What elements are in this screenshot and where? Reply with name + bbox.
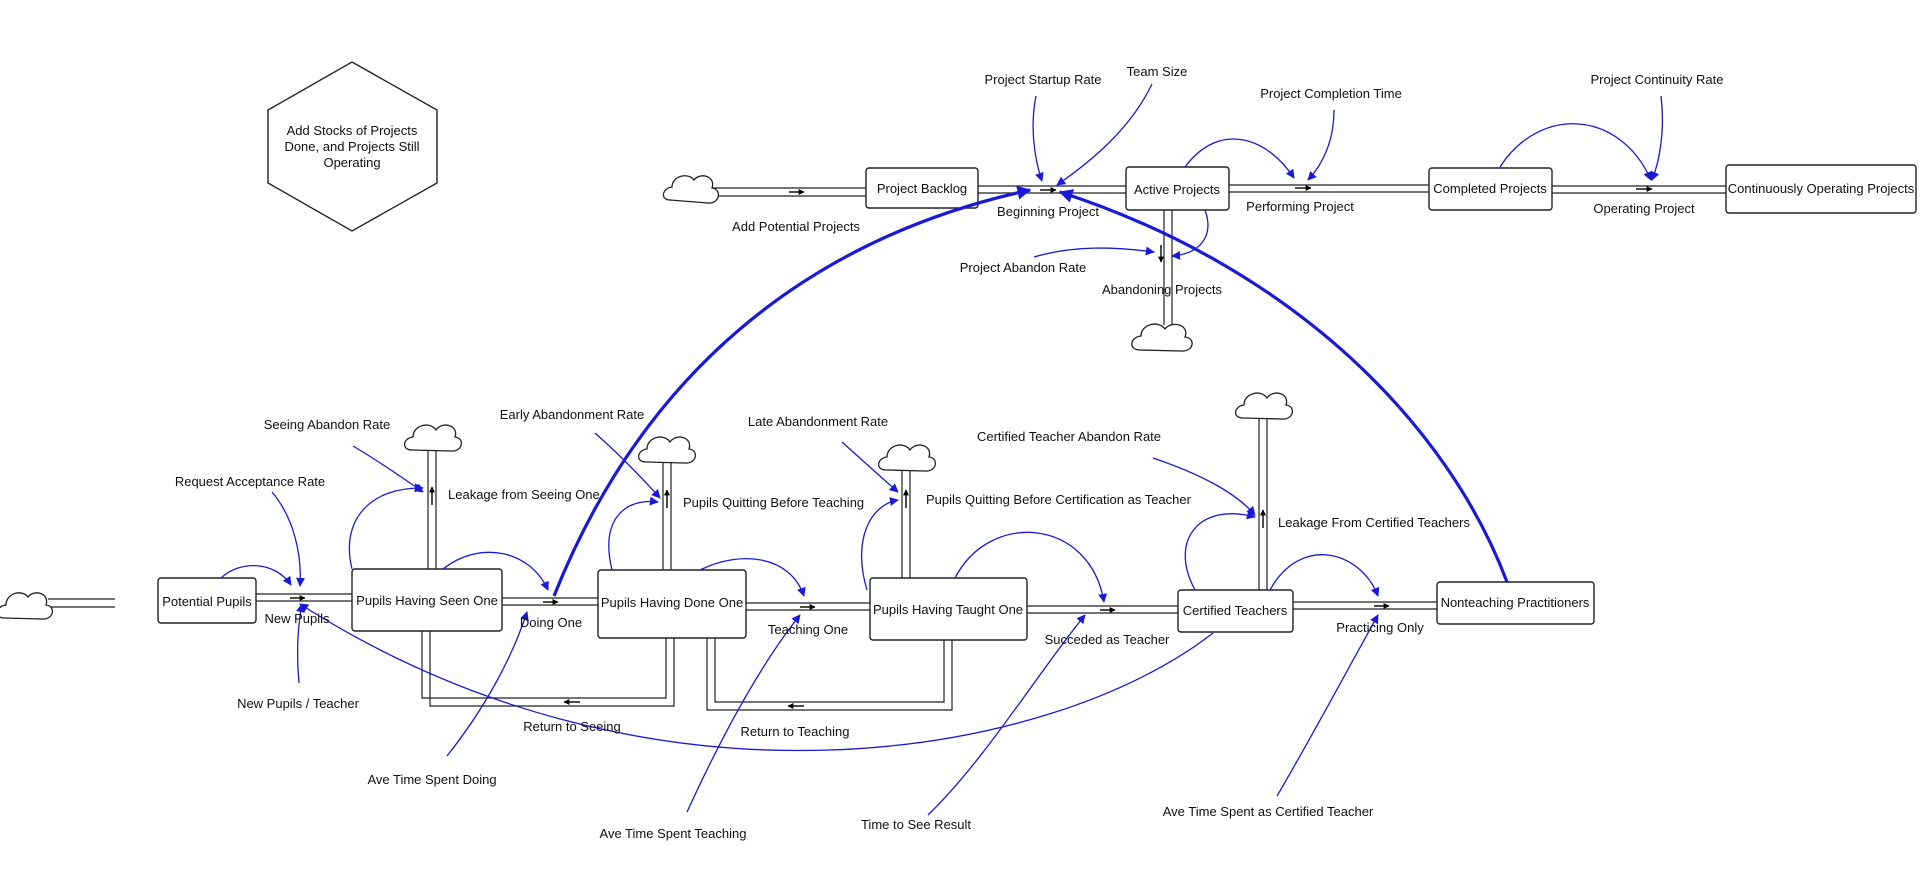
- link-completed-to-operating: [1499, 123, 1652, 181]
- link-time-certified: [1276, 614, 1379, 797]
- link-time-teaching: [686, 614, 801, 813]
- cloud-icon: [637, 436, 696, 464]
- link-abandon-rate: [1033, 246, 1155, 258]
- link-certified-teacher-abandon: [1152, 457, 1256, 516]
- link-active-to-performing: [1184, 138, 1295, 179]
- stock-potential-pupils[interactable]: Potential Pupils: [157, 577, 257, 624]
- project-chain-pipes: [712, 184, 1726, 325]
- link-practitioners-to-beginning: [1058, 189, 1509, 583]
- link-certified-to-practicing: [1269, 554, 1380, 597]
- aux-project-completion-time: Project Completion Time: [1260, 86, 1402, 101]
- link-time-doing: [446, 611, 529, 757]
- causal-links: [220, 83, 1664, 816]
- note-hexagon: Add Stocks of Projects Done, and Project…: [267, 61, 438, 232]
- link-request-acceptance: [271, 491, 306, 587]
- stock-label: Pupils Having Done One: [601, 595, 743, 610]
- stock-label: Active Projects: [1134, 182, 1220, 197]
- stock-project-backlog[interactable]: Project Backlog: [865, 167, 979, 209]
- stock-active-projects[interactable]: Active Projects: [1125, 166, 1230, 211]
- link-taught-to-succeeded: [954, 531, 1108, 603]
- cloud-icon: [1234, 392, 1293, 420]
- flow-leakage-from-certified-teachers: Leakage From Certified Teachers: [1278, 515, 1470, 530]
- stock-label: Project Backlog: [877, 181, 967, 196]
- flow-leakage-from-seeing-one: Leakage from Seeing One: [448, 487, 600, 502]
- stock-pupils-having-taught-one[interactable]: Pupils Having Taught One: [869, 577, 1028, 641]
- flow-operating-project: Operating Project: [1593, 201, 1695, 216]
- link-potential-to-new: [220, 565, 292, 586]
- stock-pupils-having-done-one[interactable]: Pupils Having Done One: [597, 569, 747, 639]
- flow-beginning-project: Beginning Project: [997, 204, 1099, 219]
- aux-ave-time-spent-as-certified-teacher: Ave Time Spent as Certified Teacher: [1163, 804, 1374, 819]
- stock-nonteaching-practitioners[interactable]: Nonteaching Practitioners: [1436, 581, 1595, 625]
- cloud-icon: [0, 592, 53, 620]
- aux-time-to-see-result: Time to See Result: [861, 817, 971, 832]
- pupil-chain-pipes: [48, 418, 1437, 711]
- flow-teaching-one: Teaching One: [768, 622, 848, 637]
- cloud-icon: [403, 424, 462, 452]
- link-seeing-abandon: [352, 445, 424, 493]
- link-done-to-quitting: [608, 496, 659, 571]
- flow-abandoning-projects: Abandoning Projects: [1102, 282, 1222, 297]
- aux-project-startup-rate: Project Startup Rate: [984, 72, 1101, 87]
- cloud-icon: [662, 175, 719, 204]
- flow-performing-project: Performing Project: [1246, 199, 1354, 214]
- aux-team-size: Team Size: [1127, 64, 1188, 79]
- stock-label: Pupils Having Seen One: [356, 593, 498, 608]
- cloud-icon: [877, 444, 936, 472]
- stock-certified-teachers[interactable]: Certified Teachers: [1177, 589, 1294, 633]
- link-early-abandon: [594, 432, 661, 499]
- aux-request-acceptance-rate: Request Acceptance Rate: [175, 474, 325, 489]
- stock-continuously-operating-projects[interactable]: Continuously Operating Projects: [1725, 164, 1917, 214]
- stock-pupils-having-seen-one[interactable]: Pupils Having Seen One: [351, 568, 503, 632]
- aux-certified-teacher-abandon-rate: Certified Teacher Abandon Rate: [977, 429, 1161, 444]
- note-line-2: Done, and Projects Still: [284, 139, 419, 154]
- aux-project-continuity-rate: Project Continuity Rate: [1591, 72, 1724, 87]
- flow-practicing-only: Practicing Only: [1336, 620, 1424, 635]
- link-startup-rate: [1032, 95, 1044, 182]
- stock-label: Potential Pupils: [162, 594, 252, 609]
- stock-label: Certified Teachers: [1183, 603, 1288, 618]
- stock-label: Completed Projects: [1433, 181, 1547, 196]
- flow-pupils-quitting-before-teaching: Pupils Quitting Before Teaching: [683, 495, 864, 510]
- flow-return-to-seeing: Return to Seeing: [523, 719, 621, 734]
- aux-early-abandonment-rate: Early Abandonment Rate: [500, 407, 645, 422]
- note-line-3: Operating: [323, 155, 380, 170]
- flow-add-potential-projects: Add Potential Projects: [732, 219, 860, 234]
- aux-new-pupils-per-teacher: New Pupils / Teacher: [237, 696, 360, 711]
- link-certified-to-new: [299, 603, 1214, 752]
- stock-label: Continuously Operating Projects: [1728, 181, 1915, 196]
- link-continuity-rate: [1650, 95, 1664, 181]
- stock-label: Pupils Having Taught One: [873, 602, 1023, 617]
- flow-pupils-quitting-before-certification: Pupils Quitting Before Certification as …: [926, 492, 1192, 507]
- aux-late-abandonment-rate: Late Abandonment Rate: [748, 414, 888, 429]
- stock-completed-projects[interactable]: Completed Projects: [1428, 167, 1553, 211]
- note-line-1: Add Stocks of Projects: [287, 123, 418, 138]
- link-active-to-abandoning: [1171, 209, 1209, 260]
- aux-project-abandon-rate: Project Abandon Rate: [960, 260, 1086, 275]
- aux-ave-time-spent-doing: Ave Time Spent Doing: [367, 772, 496, 787]
- stock-label: Nonteaching Practitioners: [1441, 595, 1590, 610]
- link-late-abandon: [841, 441, 899, 493]
- link-team-size: [1056, 83, 1153, 186]
- flow-doing-one: Doing One: [520, 615, 582, 630]
- flow-new-pupils: New Pupils: [264, 611, 330, 626]
- link-done-to-teaching: [699, 558, 806, 597]
- cloud-icon: [1131, 323, 1193, 352]
- aux-ave-time-spent-teaching: Ave Time Spent Teaching: [600, 826, 747, 841]
- link-doing-to-beginning: [552, 185, 1032, 597]
- link-time-see-result: [927, 614, 1086, 816]
- aux-seeing-abandon-rate: Seeing Abandon Rate: [264, 417, 391, 432]
- link-seen-to-leakage: [348, 483, 424, 570]
- flow-succeded-as-teacher: Succeded as Teacher: [1045, 632, 1170, 647]
- link-completion-time: [1307, 109, 1335, 181]
- link-certified-to-leakage: [1184, 510, 1256, 591]
- link-taught-to-quitting: [860, 497, 899, 591]
- flow-return-to-teaching: Return to Teaching: [741, 724, 850, 739]
- link-seen-to-doing: [442, 551, 549, 591]
